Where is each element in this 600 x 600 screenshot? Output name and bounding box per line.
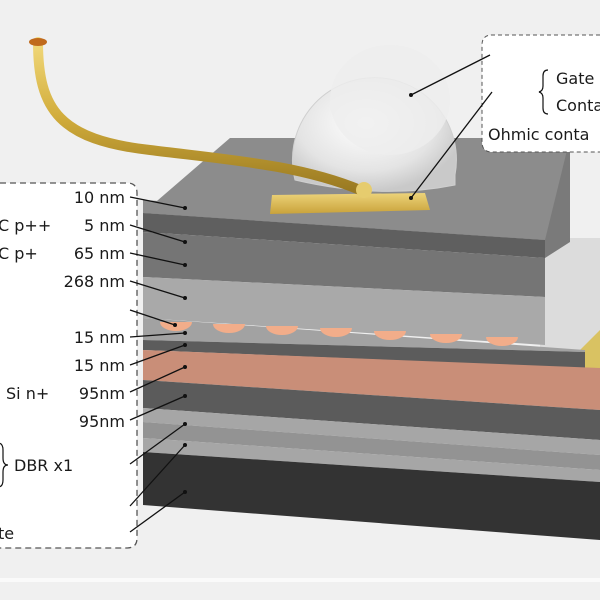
- leader-lines: [129, 54, 493, 533]
- substrate: [143, 452, 600, 540]
- quantum-dots: [160, 322, 518, 346]
- label-contact: Conta: [556, 96, 600, 115]
- quantum-dot: [320, 328, 352, 337]
- layer-si-n-plus: [143, 350, 600, 410]
- side-block: [540, 238, 600, 350]
- bond-wire: [33, 37, 365, 195]
- gate-contact-brace: [538, 69, 549, 115]
- label-c-p-plus: C p+: [0, 244, 38, 263]
- ohmic-contact-pad: [270, 193, 430, 214]
- label-substrate: te: [0, 524, 14, 543]
- leader-dots: [173, 93, 413, 494]
- label-dbr: DBR x1: [14, 456, 73, 475]
- layer-active-268nm: [143, 277, 545, 345]
- left-label-box: [0, 182, 138, 549]
- layer-95nm: [143, 380, 600, 440]
- wire-ball-bond: [356, 182, 372, 198]
- layer-15nm-b: [143, 340, 585, 368]
- layer-cpp: [143, 213, 545, 258]
- label-c-p-plus-plus: C p++: [0, 216, 51, 235]
- bottom-strip: [0, 578, 600, 582]
- layer-15nm-a: [143, 318, 585, 352]
- wire-end: [29, 38, 47, 46]
- quantum-dot: [266, 326, 298, 335]
- label-95nm-b: 95nm: [79, 412, 125, 431]
- quantum-dot: [430, 334, 462, 343]
- label-si-n-plus: Si n+: [6, 384, 49, 403]
- label-ohmic-contact: Ohmic conta: [488, 125, 589, 144]
- top-side-face: [545, 138, 570, 258]
- dbr-layer-2: [143, 422, 600, 470]
- label-10nm: 10 nm: [74, 188, 125, 207]
- label-268nm: 268 nm: [64, 272, 125, 291]
- dbr-brace: [0, 442, 9, 488]
- quantum-dot: [486, 337, 518, 346]
- quantum-dot: [374, 331, 406, 340]
- label-95nm-a: 95nm: [79, 384, 125, 403]
- label-15nm-b: 15 nm: [74, 356, 125, 375]
- layer-cp: [143, 232, 545, 297]
- layer-top-10nm: [143, 200, 545, 240]
- label-5nm: 5 nm: [84, 216, 125, 235]
- label-gate: Gate: [556, 69, 594, 88]
- quantum-dot: [213, 324, 245, 333]
- label-65nm: 65 nm: [74, 244, 125, 263]
- solid-immersion-lens: [291, 45, 457, 192]
- dbr-layer-3: [143, 438, 600, 482]
- layer-stack: [143, 138, 600, 540]
- dbr-layer-1: [143, 408, 600, 455]
- label-15nm-a: 15 nm: [74, 328, 125, 347]
